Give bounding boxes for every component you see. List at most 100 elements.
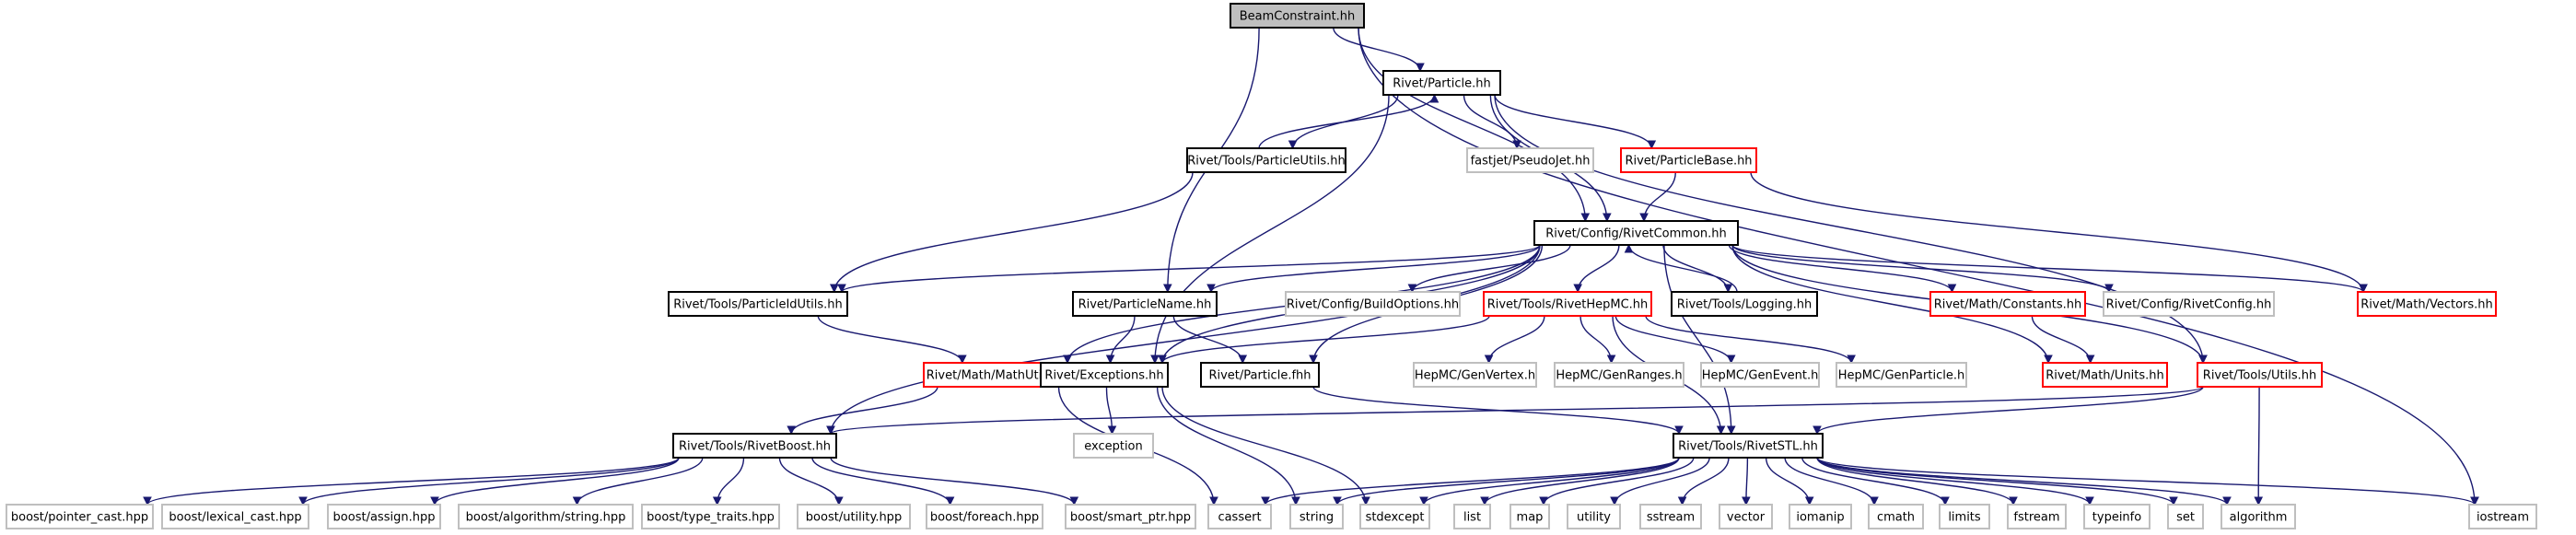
node-label: Rivet/Tools/RivetBoost.hh [679,440,831,454]
node-exceptions[interactable]: Rivet/Exceptions.hh [1040,362,1169,388]
node-label: Rivet/Tools/RivetHepMC.hh [1487,298,1649,312]
edge-rivetstl-to-sstream [1677,457,1730,506]
node-utility_hpp: boost/utility.hpp [797,504,911,529]
node-label: typeinfo [2092,511,2141,525]
node-label: Rivet/Tools/RivetSTL.hh [1678,440,1818,454]
node-particlefhh[interactable]: Rivet/Particle.fhh [1200,362,1320,388]
edge-exceptions-to-exception [1105,386,1117,436]
node-typeinfo: typeinfo [2083,504,2151,529]
node-box [672,433,837,459]
node-box [1533,220,1739,246]
node-box [1040,362,1169,388]
node-vectors[interactable]: Rivet/Math/Vectors.hh [2357,291,2497,317]
edge-rivetstl-to-stdexcept [1419,457,1680,506]
edge-rivetcommon-to-logging [1662,244,1733,294]
node-constants[interactable]: Rivet/Math/Constants.hh [1929,291,2086,317]
node-box [1939,504,1990,529]
edge-mathutils-to-rivetboost [787,386,938,436]
edge-rivetboost-to-foreach [811,457,955,506]
edge-rivethepmc-to-genvertex [1484,315,1545,365]
edge-rivetboost-to-smart_ptr [830,457,1079,506]
edge-particleidutils-to-mathutils [817,315,967,365]
node-label: Rivet/Config/BuildOptions.hh [1287,298,1459,312]
node-logging[interactable]: Rivet/Tools/Logging.hh [1671,291,1818,317]
node-cmath: cmath [1868,504,1924,529]
node-particleutils[interactable]: Rivet/Tools/ParticleUtils.hh [1186,147,1346,173]
node-algorithm: algorithm [2220,504,2296,529]
edge-rivetstl-to-utility [1610,457,1710,506]
node-utils[interactable]: Rivet/Tools/Utils.hh [2197,362,2323,388]
node-box [1072,291,1218,317]
node-mathutils[interactable]: Rivet/Math/MathUtils.hh [923,362,1074,388]
node-box [1186,147,1346,173]
node-buildoptions: Rivet/Config/BuildOptions.hh [1285,291,1461,317]
node-label: vector [1727,511,1766,525]
node-label: Rivet/Tools/Logging.hh [1677,298,1812,312]
edge-rivetboost-to-pointer_cast [143,457,680,506]
node-box [1509,504,1550,529]
edge-rivetboost-to-utility_hpp [778,457,844,506]
node-box [2042,362,2168,388]
node-label: cassert [1218,511,1261,525]
node-label: iomanip [1796,511,1844,525]
node-rivetconfig: Rivet/Config/RivetConfig.hh [2103,291,2275,317]
node-rivethepmc[interactable]: Rivet/Tools/RivetHepMC.hh [1483,291,1652,317]
node-label: Rivet/Tools/Utils.hh [2203,369,2316,383]
node-units[interactable]: Rivet/Math/Units.hh [2042,362,2168,388]
node-label: fstream [2013,511,2059,525]
node-label: map [1517,511,1544,525]
edge-rivetcommon-to-buildoptions [1407,244,1571,294]
node-label: limits [1948,511,1981,525]
node-label: Rivet/Math/Units.hh [2046,369,2164,383]
edge-rivetboost-to-lexical_cast [298,457,680,506]
edge-rivethepmc-to-genparticle [1645,315,1856,365]
node-genvertex: HepMC/GenVertex.h [1413,362,1537,388]
node-beamconstraint[interactable]: BeamConstraint.hh [1230,3,1365,29]
node-box [1671,291,1818,317]
edge-exceptions-to-stdexcept [1161,386,1370,506]
edge-rivetstl-to-string [1333,457,1680,506]
edge-rivetcommon-to-particleidutils [837,244,1541,294]
node-label: HepMC/GenEvent.h [1702,369,1819,383]
node-box [1065,504,1196,529]
node-box [1789,504,1852,529]
node-rivetboost[interactable]: Rivet/Tools/RivetBoost.hh [672,433,837,459]
edge-rivetcommon-to-vectors [1731,244,2368,294]
node-genranges: HepMC/GenRanges.h [1554,362,1684,388]
node-lexical_cast: boost/lexical_cast.hpp [161,504,309,529]
node-box [1836,362,1967,388]
node-box [1200,362,1320,388]
edge-rivetstl-to-algorithm [1816,457,2232,506]
node-box [327,504,441,529]
node-label: utility [1577,511,1611,525]
node-label: Rivet/Math/Vectors.hh [2360,298,2493,312]
node-limits: limits [1939,504,1990,529]
node-box [2357,291,2497,317]
node-box [2220,504,2296,529]
node-box [6,504,154,529]
edge-particlename-to-exceptions [1105,315,1136,365]
node-box [2083,504,2151,529]
node-label: exception [1084,440,1143,454]
node-box [1567,504,1621,529]
node-particleidutils[interactable]: Rivet/Tools/ParticleIdUtils.hh [668,291,848,317]
node-label: Rivet/Exceptions.hh [1044,369,1163,383]
node-box [1359,504,1430,529]
node-box [1639,504,1702,529]
node-particle[interactable]: Rivet/Particle.hh [1382,70,1501,96]
node-rivetcommon[interactable]: Rivet/Config/RivetCommon.hh [1533,220,1739,246]
edge-rivetboost-to-type_traits [712,457,745,506]
edge-rivetstl-to-vector [1742,457,1751,506]
node-box [1413,362,1537,388]
node-box [1453,504,1491,529]
node-box [1285,291,1461,317]
node-box [2468,504,2537,529]
node-sstream: sstream [1639,504,1702,529]
node-box [1073,433,1154,459]
node-particlename[interactable]: Rivet/ParticleName.hh [1072,291,1218,317]
node-label: HepMC/GenRanges.h [1556,369,1682,383]
node-rivetstl[interactable]: Rivet/Tools/RivetSTL.hh [1673,433,1824,459]
edge-particle-to-particlebase [1494,94,1657,150]
edge-rivetstl-to-iostream [1816,457,2479,506]
node-particlebase[interactable]: Rivet/ParticleBase.hh [1620,147,1757,173]
